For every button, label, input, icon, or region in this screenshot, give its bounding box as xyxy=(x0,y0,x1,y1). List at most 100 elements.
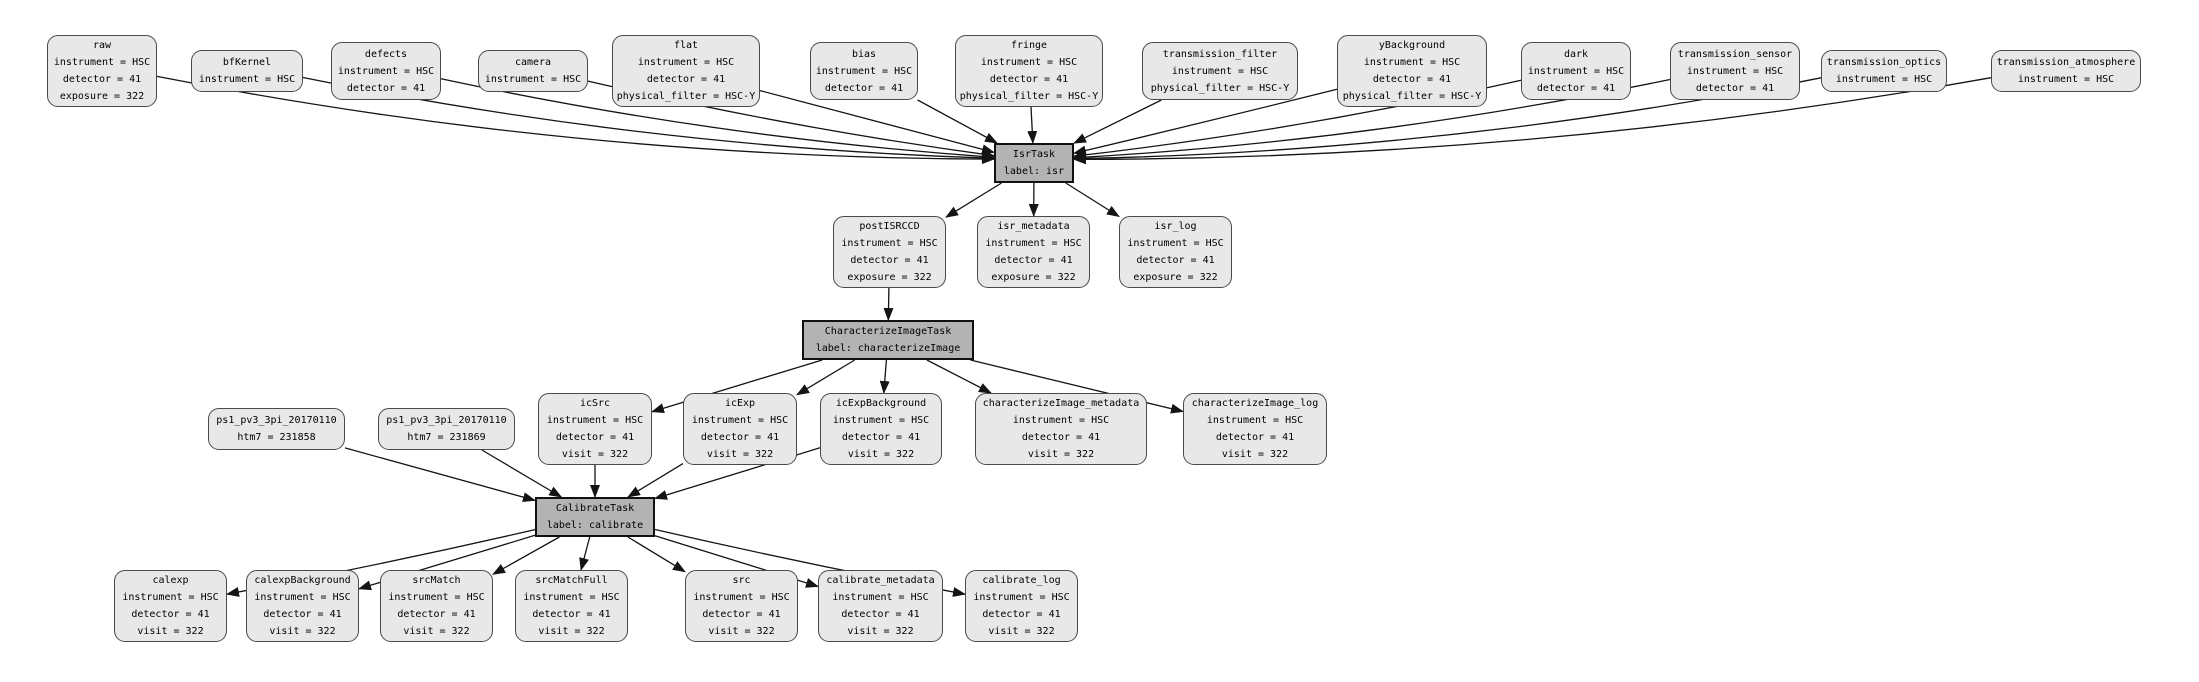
node-attrs: label: calibrate xyxy=(546,520,644,531)
edge-characterizeImageTask-icExp xyxy=(796,359,856,396)
node-title: transmission_sensor xyxy=(1677,48,1793,60)
node-calexp: calexp instrument = HSC detector = 41 vi… xyxy=(114,570,227,642)
node-attrs: instrument = HSC detector = 41 visit = 3… xyxy=(693,592,790,637)
node-attrs: instrument = HSC detector = 41 visit = 3… xyxy=(254,592,351,637)
node-attrs: instrument = HSC xyxy=(198,74,296,85)
node-title: ps1_pv3_3pi_20170110 xyxy=(216,415,337,426)
edge-calibrateTask-srcMatch xyxy=(492,536,560,575)
node-attrs: instrument = HSC xyxy=(484,74,582,85)
node-title: transmission_atmosphere xyxy=(1996,57,2136,68)
node-title: transmission_optics xyxy=(1826,57,1942,68)
node-attrs: instrument = HSC detector = 41 visit = 3… xyxy=(1206,415,1304,460)
node-yBackground: yBackground instrument = HSC detector = … xyxy=(1337,35,1487,107)
edge-calibrateTask-calibrate_metadata xyxy=(654,535,819,588)
node-icSrc: icSrc instrument = HSC detector = 41 vis… xyxy=(538,393,652,465)
node-title: bias xyxy=(851,48,877,60)
edge-calibrateTask-calexpBackground xyxy=(358,534,536,591)
edge-raw-isrTask xyxy=(156,75,995,165)
node-title: ps1_pv3_3pi_20170110 xyxy=(386,415,507,426)
node-title: calexpBackground xyxy=(254,575,351,586)
node-transmission-sensor: transmission_sensor instrument = HSC det… xyxy=(1670,42,1800,100)
node-dark: dark instrument = HSC detector = 41 xyxy=(1521,42,1631,100)
node-icExpBackground: icExpBackground instrument = HSC detecto… xyxy=(820,393,942,465)
edge-transmission_atmosphere-isrTask xyxy=(1073,77,1992,165)
node-postISRCCD: postISRCCD instrument = HSC detector = 4… xyxy=(833,216,946,288)
node-title: characterizeImage_log xyxy=(1191,398,1319,409)
node-flat: flat instrument = HSC detector = 41 phys… xyxy=(612,35,760,107)
node-title: postISRCCD xyxy=(859,221,920,232)
node-title: srcMatchFull xyxy=(535,575,608,586)
node-attrs: instrument = HSC detector = 41 xyxy=(1527,65,1625,94)
node-title: icExp xyxy=(724,398,756,409)
node-attrs: instrument = HSC physical_filter = HSC-Y xyxy=(1150,65,1290,94)
task-node-isr: IsrTask label: isr xyxy=(994,143,1074,183)
node-calexpBackground: calexpBackground instrument = HSC detect… xyxy=(246,570,359,642)
edge-icExpBackground-calibrateTask xyxy=(654,447,821,500)
node-title: yBackground xyxy=(1378,40,1446,51)
node-transmission-optics: transmission_optics instrument = HSC xyxy=(1821,50,1947,92)
node-attrs: label: characterizeImage xyxy=(815,343,961,354)
edge-bias-isrTask xyxy=(917,99,998,144)
node-bias: bias instrument = HSC detector = 41 xyxy=(810,42,918,100)
node-title: raw xyxy=(92,40,112,51)
node-title: camera xyxy=(514,57,552,68)
node-attrs: instrument = HSC xyxy=(2017,74,2115,85)
node-transmission-atmosphere: transmission_atmosphere instrument = HSC xyxy=(1991,50,2141,92)
node-title: flat xyxy=(673,40,699,51)
edge-characterizeImageTask-icExpBackground xyxy=(879,359,890,394)
edge-isrTask-isr_log xyxy=(1065,182,1120,218)
node-title: calibrate_log xyxy=(982,575,1061,586)
node-attrs: instrument = HSC detector = 41 exposure … xyxy=(53,57,151,102)
node-calibrate-metadata: calibrate_metadata instrument = HSC dete… xyxy=(818,570,943,642)
node-attrs: instrument = HSC detector = 41 visit = 3… xyxy=(832,592,929,637)
node-title: calexp xyxy=(152,575,189,586)
node-title: icExpBackground xyxy=(835,398,927,409)
node-title: IsrTask xyxy=(1012,149,1056,160)
node-title: defects xyxy=(364,48,408,60)
node-title: fringe xyxy=(1010,40,1048,51)
node-attrs: instrument = HSC detector = 41 visit = 3… xyxy=(523,592,620,637)
node-attrs: instrument = HSC detector = 41 visit = 3… xyxy=(546,415,644,460)
node-attrs: instrument = HSC detector = 41 visit = 3… xyxy=(691,415,789,460)
node-srcMatch: srcMatch instrument = HSC detector = 41 … xyxy=(380,570,493,642)
node-icExp: icExp instrument = HSC detector = 41 vis… xyxy=(683,393,797,465)
node-title: isr_log xyxy=(1154,221,1197,232)
node-isr-metadata: isr_metadata instrument = HSC detector =… xyxy=(977,216,1090,288)
node-title: CalibrateTask xyxy=(555,503,635,514)
edge-calibrateTask-src xyxy=(627,536,686,573)
node-raw: raw instrument = HSC detector = 41 expos… xyxy=(47,35,157,107)
edge-yBackground-isrTask xyxy=(1073,88,1338,156)
node-attrs: instrument = HSC detector = 41 physical_… xyxy=(959,57,1099,102)
node-attrs: htm7 = 231869 xyxy=(407,432,486,443)
edge-defects-isrTask xyxy=(440,78,995,162)
node-characterizeImage-metadata: characterizeImage_metadata instrument = … xyxy=(975,393,1147,465)
task-node-characterizeImage: CharacterizeImageTask label: characteriz… xyxy=(802,320,974,360)
node-title: icSrc xyxy=(579,398,611,409)
node-title: characterizeImage_metadata xyxy=(982,398,1140,409)
node-calibrate-log: calibrate_log instrument = HSC detector … xyxy=(965,570,1078,642)
node-attrs: instrument = HSC detector = 41 xyxy=(815,65,913,94)
node-srcMatchFull: srcMatchFull instrument = HSC detector =… xyxy=(515,570,628,642)
node-attrs: instrument = HSC detector = 41 visit = 3… xyxy=(1012,415,1110,460)
node-attrs: instrument = HSC detector = 41 xyxy=(1686,65,1784,94)
node-ps1-refcat-231869: ps1_pv3_3pi_20170110 htm7 = 231869 xyxy=(378,408,515,450)
node-isr-log: isr_log instrument = HSC detector = 41 e… xyxy=(1119,216,1232,288)
node-attrs: instrument = HSC detector = 41 exposure … xyxy=(1127,238,1224,283)
node-title: CharacterizeImageTask xyxy=(824,326,952,337)
node-bfKernel: bfKernel instrument = HSC xyxy=(191,50,303,92)
edge-flat-isrTask xyxy=(759,89,995,155)
node-title: transmission_filter xyxy=(1162,48,1278,60)
node-transmission-filter: transmission_filter instrument = HSC phy… xyxy=(1142,42,1298,100)
node-attrs: label: isr xyxy=(1003,166,1065,177)
node-attrs: instrument = HSC detector = 41 exposure … xyxy=(985,238,1082,283)
edge-icExp-calibrateTask xyxy=(627,463,684,498)
edge-transmission_filter-isrTask xyxy=(1073,99,1162,144)
node-attrs: instrument = HSC xyxy=(1835,74,1933,85)
node-attrs: instrument = HSC detector = 41 visit = 3… xyxy=(973,592,1070,637)
edge-ps1_a-calibrateTask xyxy=(344,447,536,503)
node-fringe: fringe instrument = HSC detector = 41 ph… xyxy=(955,35,1103,107)
edge-isrTask-postISRCCD xyxy=(945,182,1002,218)
node-title: src xyxy=(732,575,751,586)
node-defects: defects instrument = HSC detector = 41 xyxy=(331,42,441,100)
edge-calibrateTask-srcMatchFull xyxy=(579,536,591,571)
